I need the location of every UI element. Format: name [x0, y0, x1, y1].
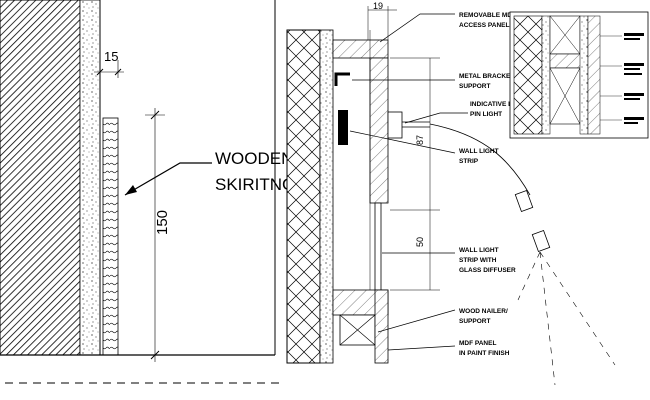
inset-panel — [587, 15, 601, 135]
block-wall — [286, 29, 321, 364]
wall-plaster — [319, 29, 334, 364]
inset-note-text — [624, 117, 644, 120]
dim-19: 19 — [373, 1, 383, 11]
masonry-wall — [0, 0, 81, 356]
pin-light-lamp-1 — [514, 189, 534, 213]
glass-diffuser — [374, 202, 382, 294]
label-mdf-1: MDF PANEL — [459, 340, 496, 347]
beam-line — [539, 251, 616, 366]
inset-note-text — [624, 33, 644, 36]
inset-note-text — [624, 68, 640, 70]
label-access-panel-2: ACCESS PANEL — [459, 22, 509, 29]
label-mdf-2: IN PAINT FINISH — [459, 350, 510, 357]
inset-note-text — [624, 93, 644, 96]
light-strip-section: 19 87 50 REMOVABLE MDF ACCESS — [286, 1, 616, 386]
light-strip-block — [338, 110, 348, 145]
inset-note-text — [624, 73, 642, 75]
inset-plaster — [541, 15, 551, 135]
dim-height-150: 150 — [154, 210, 171, 235]
label-strip-2: STRIP — [459, 158, 479, 165]
label-nailer-1: WOOD NAILER/ — [459, 308, 508, 315]
inset-finish — [579, 15, 589, 135]
beam-line — [517, 251, 541, 301]
plaster-layer — [79, 0, 101, 356]
label-strip-1: WALL LIGHT — [459, 148, 499, 155]
pin-light-fitting — [387, 111, 403, 139]
label-nailer-2: SUPPORT — [459, 318, 490, 325]
inset-note-text — [624, 63, 644, 66]
pin-light-curve — [429, 123, 531, 196]
label-bracket-1: METAL BRACKET — [459, 73, 514, 80]
inset-note-text — [624, 98, 640, 100]
wooden-skirting-board — [102, 117, 119, 356]
mdf-panel-front — [374, 289, 389, 364]
label-diffuser-2: STRIP WITH — [459, 257, 497, 264]
inset-note-text — [624, 122, 638, 124]
label-pin-light-1: INDICATIVE LINE OF — [470, 101, 534, 108]
dim-width-15: 15 — [104, 49, 118, 64]
pin-light-lamp-2 — [531, 229, 551, 253]
label-diffuser-1: WALL LIGHT — [459, 247, 499, 254]
label-bracket-2: SUPPORT — [459, 83, 490, 90]
skirting-detail: 15 150 WOODEN SKIRITNG — [0, 0, 295, 384]
inset-note-text — [624, 38, 640, 40]
label-diffuser-3: GLASS DIFFUSER — [459, 267, 516, 274]
inset-wall — [513, 15, 543, 135]
dim-50: 50 — [415, 237, 425, 247]
top-mdf-panel — [332, 39, 389, 59]
label-access-panel-1: REMOVABLE MDF — [459, 12, 516, 19]
inset-detail — [509, 11, 649, 139]
label-pin-light-2: PIN LIGHT — [470, 111, 502, 118]
beam-line — [539, 251, 556, 386]
dim-87: 87 — [415, 135, 425, 145]
metal-bracket — [334, 72, 350, 86]
skirting-title-line1: WOODEN — [215, 149, 293, 168]
skirting-title-line2: SKIRITNG — [215, 175, 295, 194]
